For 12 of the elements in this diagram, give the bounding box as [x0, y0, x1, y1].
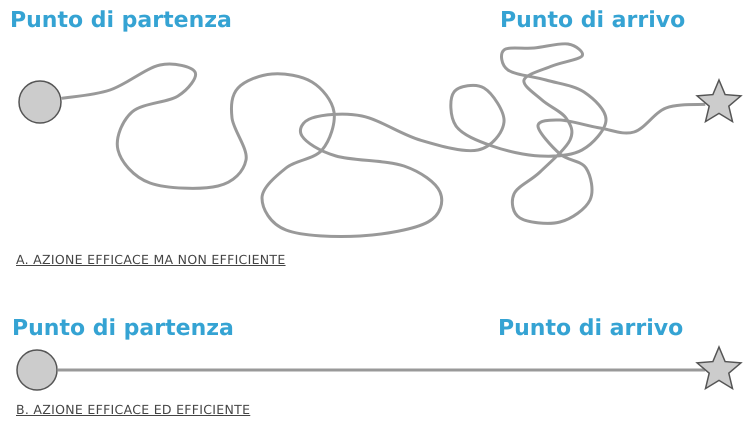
section-caption: B. AZIONE EFFICACE ED EFFICIENTE: [16, 402, 250, 417]
point-heading: Punto di partenza: [10, 8, 232, 33]
section-caption: A. AZIONE EFFICACE MA NON EFFICIENTE: [16, 252, 286, 267]
point-heading: Punto di partenza: [12, 316, 234, 341]
path-line: [62, 42, 706, 238]
start-circle: [16, 349, 58, 391]
point-heading: Punto di arrivo: [498, 316, 684, 341]
path-line: [58, 368, 706, 372]
point-heading: Punto di arrivo: [500, 8, 686, 33]
finish-star: [696, 80, 742, 126]
start-circle: [18, 80, 62, 124]
finish-star: [696, 347, 742, 393]
